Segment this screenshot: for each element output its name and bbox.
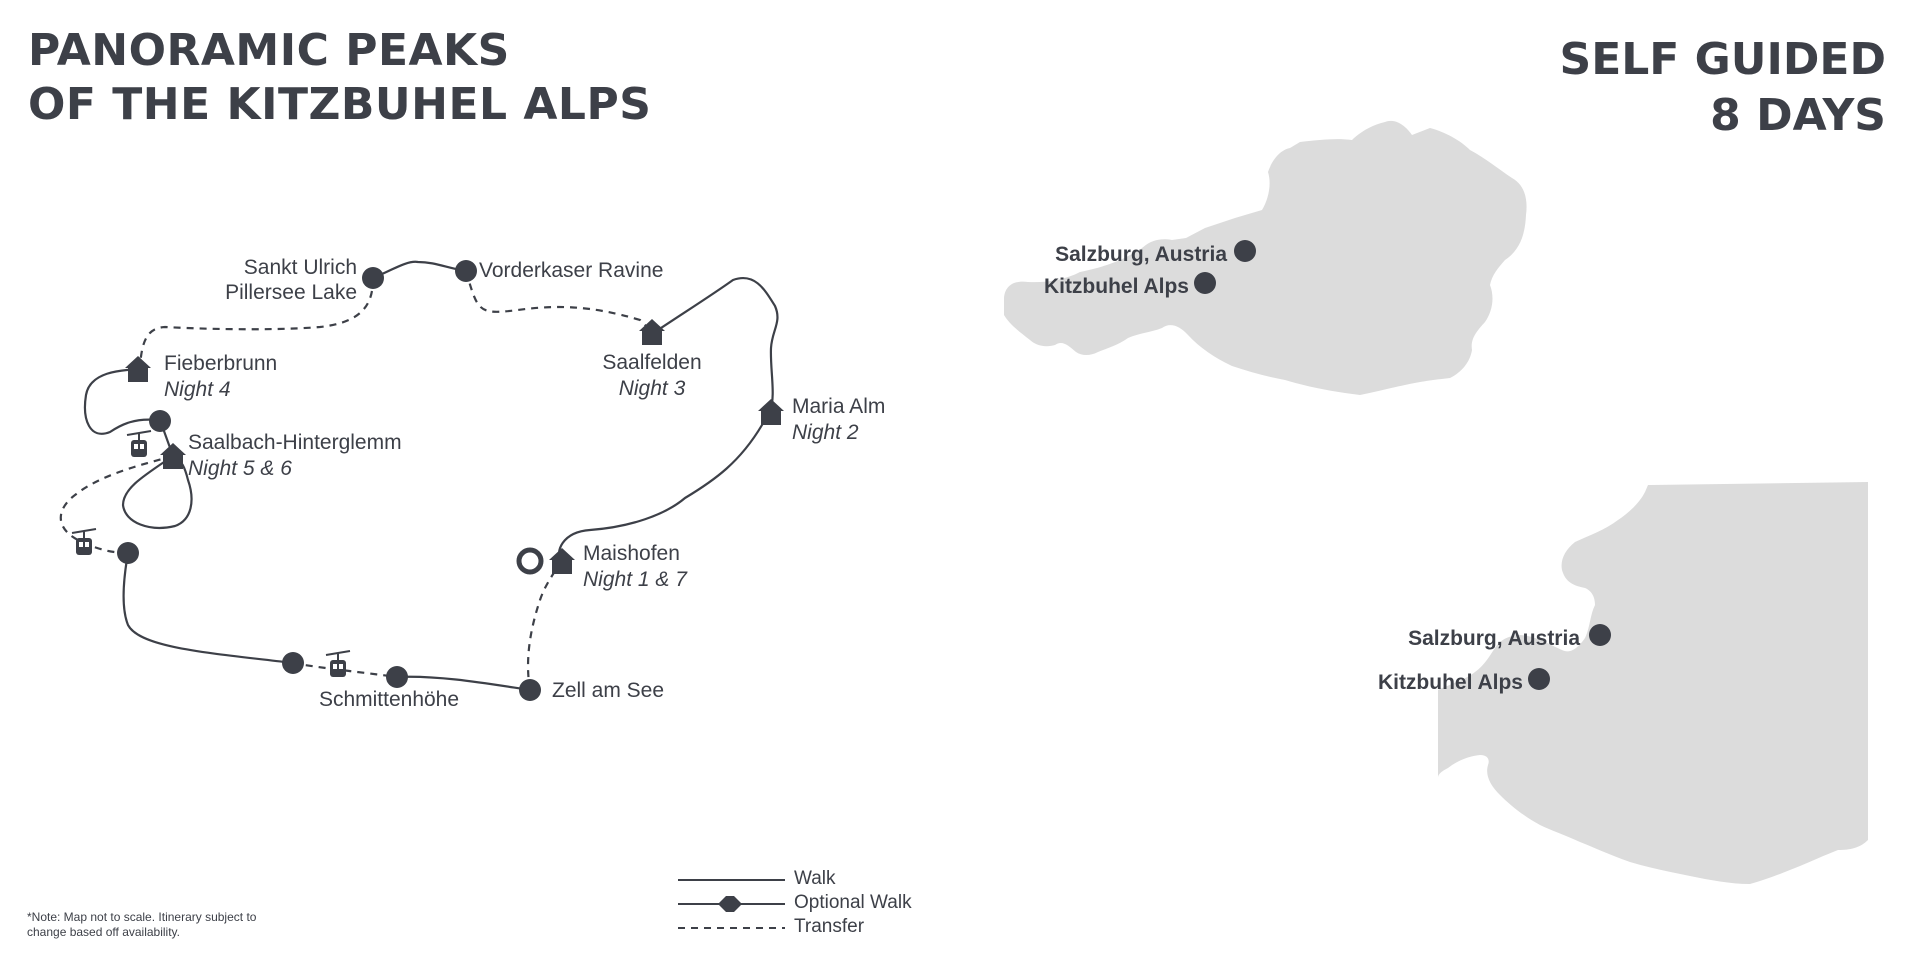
label-saalfelden: Saalfelden bbox=[602, 351, 701, 374]
label-saalbach: Saalbach-Hinterglemm bbox=[188, 431, 402, 454]
label-zell-am-see: Zell am See bbox=[552, 679, 664, 702]
austria-salzburg-label: Salzburg, Austria bbox=[1055, 243, 1227, 266]
region-salzburg-label: Salzburg, Austria bbox=[1408, 627, 1580, 650]
stop-dot-icon[interactable] bbox=[149, 410, 171, 432]
label-pillersee: Pillersee Lake bbox=[225, 281, 357, 304]
walk-line-icon bbox=[678, 879, 785, 881]
map-title-line1: PANORAMIC PEAKS bbox=[28, 25, 510, 76]
map-title: PANORAMIC PEAKS OF THE KITZBUHEL ALPS bbox=[28, 24, 651, 132]
legend-transfer-label: Transfer bbox=[794, 916, 865, 937]
stop-dot-icon[interactable] bbox=[519, 679, 541, 701]
label-maishofen-night: Night 1 & 7 bbox=[583, 568, 688, 591]
footnote: *Note: Map not to scale. Itinerary subje… bbox=[27, 910, 327, 940]
region-salzburg-dot bbox=[1589, 624, 1611, 646]
austria-kitzbuhel-dot bbox=[1194, 272, 1216, 294]
footnote-line2: change based off availability. bbox=[27, 925, 180, 939]
transfer-segment-saalbach-west bbox=[59, 454, 174, 555]
cable-car-icon bbox=[71, 528, 97, 556]
label-schmittenhohe: Schmittenhöhe bbox=[319, 688, 459, 711]
inset-map-region: Salzburg, Austria Kitzbuhel Alps bbox=[1378, 482, 1868, 884]
walk-routes bbox=[84, 260, 779, 692]
region-kitzbuhel-label: Kitzbuhel Alps bbox=[1378, 671, 1523, 694]
inset-map-austria: Salzburg, Austria Kitzbuhel Alps bbox=[1004, 120, 1527, 395]
transfer-segment-schmittenhohe-cable bbox=[292, 661, 398, 679]
austria-landmass bbox=[1004, 120, 1527, 395]
stop-dot-icon[interactable] bbox=[362, 267, 384, 289]
austria-kitzbuhel-label: Kitzbuhel Alps bbox=[1044, 275, 1189, 298]
stop-dot-icon[interactable] bbox=[282, 652, 304, 674]
optional-walk-line-icon bbox=[678, 896, 785, 912]
walk-segment-to-schmittenhohe bbox=[122, 552, 294, 665]
transfer-line-icon bbox=[678, 927, 785, 929]
walk-segment-fieberbrunn-loop bbox=[84, 367, 158, 435]
label-vorderkaser: Vorderkaser Ravine bbox=[479, 259, 663, 282]
house-icon[interactable] bbox=[125, 356, 151, 382]
label-fieberbrunn-night: Night 4 bbox=[164, 378, 231, 401]
transfer-segment-sankt-ulrich-fieberbrunn bbox=[138, 277, 375, 366]
stop-dot-icon[interactable] bbox=[117, 542, 139, 564]
walk-segment-saalbach-loop bbox=[121, 454, 193, 529]
transfer-segment-vorderkaser-saalfelden bbox=[464, 270, 653, 333]
house-icon[interactable] bbox=[758, 399, 784, 425]
house-icon[interactable] bbox=[639, 319, 665, 345]
map-title-line2: OF THE KITZBUHEL ALPS bbox=[28, 79, 652, 130]
house-icon[interactable] bbox=[160, 443, 186, 469]
region-landmass bbox=[1438, 482, 1868, 884]
cable-car-icon bbox=[126, 430, 152, 458]
austria-salzburg-dot bbox=[1234, 240, 1256, 262]
walk-segment-maria-alm-saalfelden bbox=[654, 277, 779, 413]
tour-type: SELF GUIDED bbox=[1559, 34, 1886, 85]
route-stops bbox=[71, 260, 784, 701]
transfer-routes bbox=[59, 270, 653, 691]
route-labels: Sankt Ulrich Pillersee Lake Vorderkaser … bbox=[164, 256, 885, 711]
tour-info: SELF GUIDED 8 DAYS bbox=[1560, 32, 1886, 144]
walk-segment-maishofen-maria-alm bbox=[557, 411, 771, 562]
stop-dot-icon[interactable] bbox=[386, 666, 408, 688]
label-maria-alm: Maria Alm bbox=[792, 395, 885, 418]
walk-segment-sankt-ulrich-vorderkaser bbox=[372, 260, 467, 280]
cable-car-icon bbox=[325, 650, 351, 678]
footnote-line1: *Note: Map not to scale. Itinerary subje… bbox=[27, 910, 257, 924]
walk-segment-schmittenhohe-zell bbox=[396, 675, 531, 692]
label-maria-alm-night: Night 2 bbox=[792, 421, 859, 444]
tour-duration: 8 DAYS bbox=[1710, 90, 1886, 141]
legend-walk: Walk bbox=[678, 868, 998, 892]
legend-optional-walk-label: Optional Walk bbox=[794, 892, 912, 913]
map-legend: Walk Optional Walk Transfer bbox=[678, 868, 998, 940]
label-fieberbrunn: Fieberbrunn bbox=[164, 352, 277, 375]
label-saalfelden-night: Night 3 bbox=[619, 377, 686, 400]
legend-transfer: Transfer bbox=[678, 916, 998, 940]
transfer-segment-zell-maishofen bbox=[526, 560, 562, 691]
label-saalbach-night: Night 5 & 6 bbox=[188, 457, 292, 480]
label-maishofen: Maishofen bbox=[583, 542, 680, 565]
legend-optional-walk: Optional Walk bbox=[678, 892, 998, 916]
legend-walk-label: Walk bbox=[794, 868, 836, 889]
start-ring-icon[interactable] bbox=[516, 547, 544, 575]
region-kitzbuhel-dot bbox=[1528, 668, 1550, 690]
stop-dot-icon[interactable] bbox=[455, 260, 477, 282]
house-icon[interactable] bbox=[549, 548, 575, 574]
label-sankt-ulrich: Sankt Ulrich bbox=[244, 256, 357, 279]
